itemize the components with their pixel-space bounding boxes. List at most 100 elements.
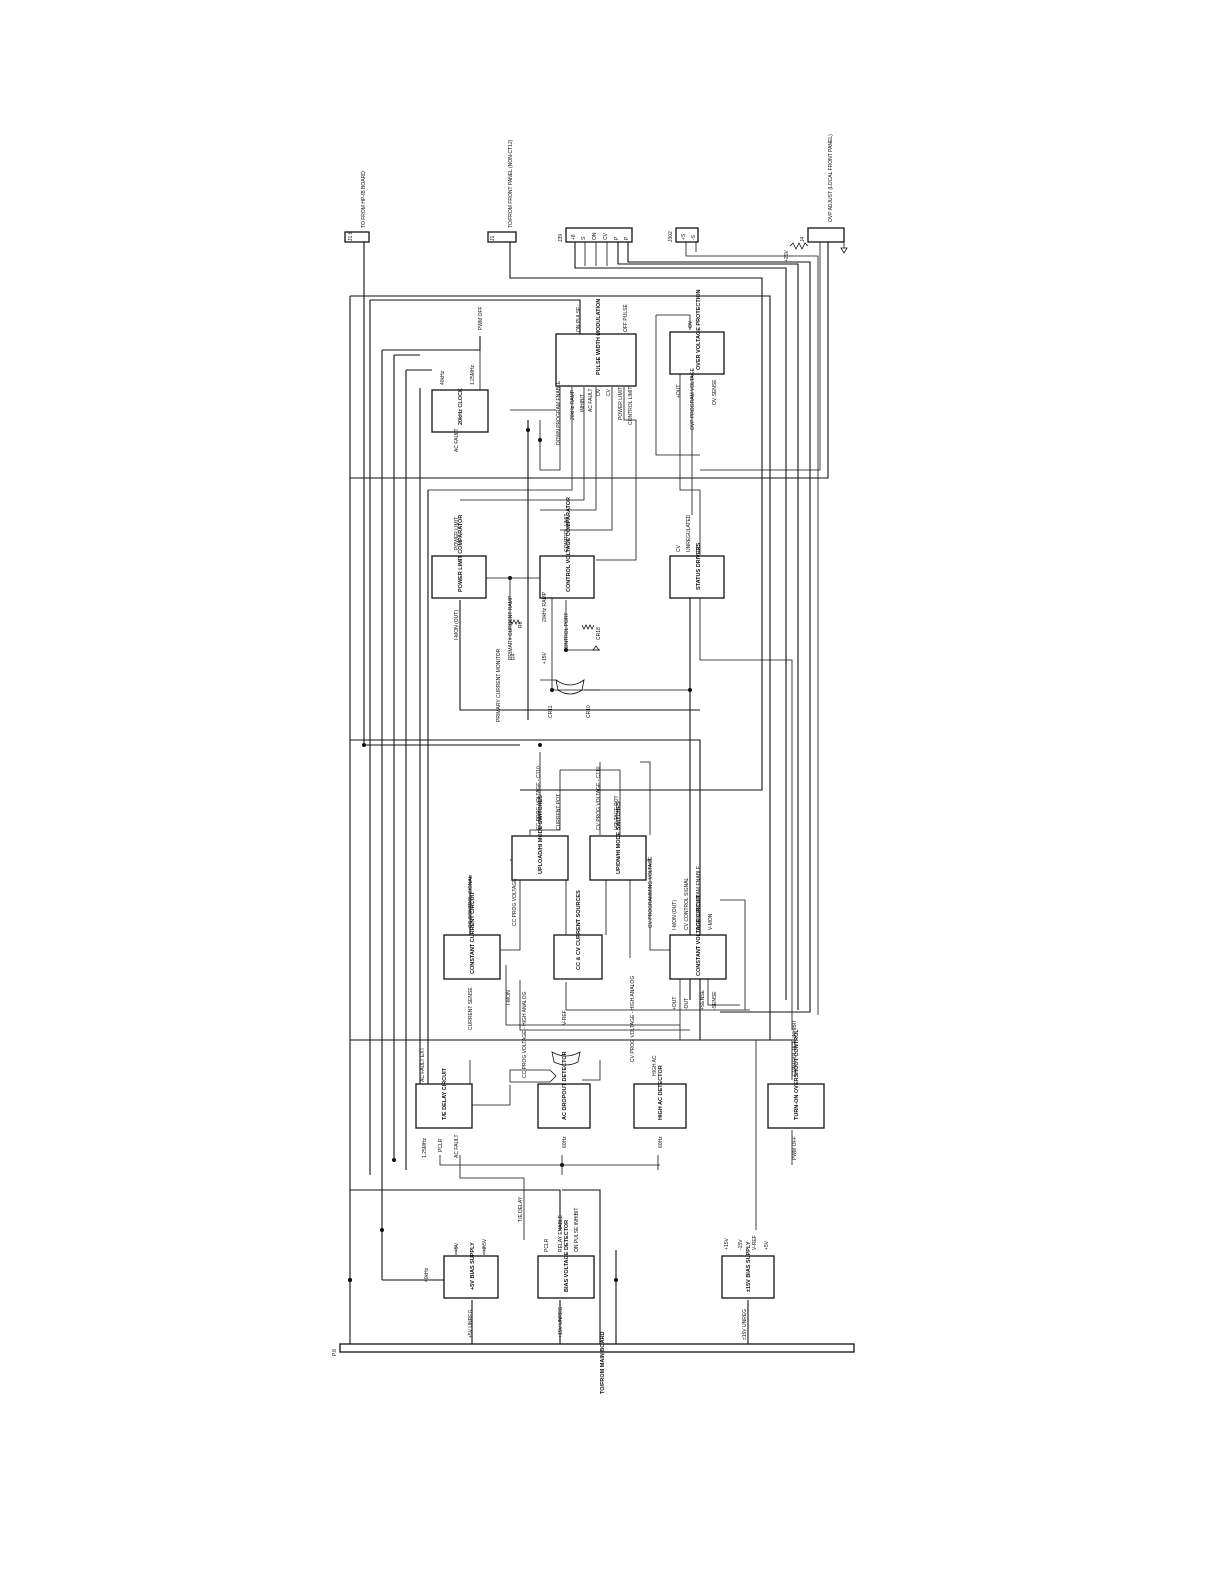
clock-block: 20kHz CLOCK 40kHz 1.25MHz AC FAULT [431,364,489,452]
cv-prog-cmon-label: CV PROG VOLTAGE - C110 [596,766,602,830]
pwm-block: PULSE WIDTH MODULATION ON PULSE OFF PULS… [555,299,637,445]
clk-40k-label: 40kHz [440,370,446,385]
high-ac-block: HIGH AC DETECTOR HIGH AC 60Hz [633,1055,687,1148]
vmon-label: V-MON [708,913,714,930]
clk-60b-label: 60Hz [658,1136,664,1148]
p15-label: +15V [724,1238,730,1250]
on-pulse-inhibit-label: ON PULSE INHIBIT [574,1208,580,1252]
pin-a3: CV [603,232,609,240]
ov-sense-label: OV SENSE [712,379,718,405]
pclr2-label: PCLR [544,1238,550,1252]
cc-circuit-label: CONSTANT CURRENT CIRCUIT [470,891,476,974]
m15-label: -15V [738,1239,744,1250]
bias-5v-label: +5V BIAS SUPPLY [470,1242,476,1290]
hpib-connector: J1.8 TO FROM HP-IB BOARD [344,171,370,243]
pwm-off2-label: PWM OFF [792,1136,798,1160]
plus-out2-label: +OUT [672,997,678,1010]
pin-a4: P [614,236,620,240]
r-b-label: R4 [511,653,517,660]
control-pgm-inhibit-label: CONTROL PGM INHIBIT [792,1020,798,1076]
voltage-pot-label: VOLTAGE POT [614,795,620,830]
minus-sense-label: -SENSE [712,991,718,1010]
high-ac-label: HIGH AC [652,1055,658,1076]
relay-enable-label: RELAY ENABLE [558,1214,564,1252]
control-voltage-block: CONTROL VOLTAGE COMPARATOR CONTROL LIMIT… [539,497,595,652]
imon-label: I-MON [506,990,512,1005]
cv-b-label: CV [676,544,682,552]
front-panel-ref: J1 [490,236,496,242]
status-block: STATUS DRIVERS CV UNREGULATED CC [669,514,725,599]
connector-b-ref: J302 [668,231,674,242]
ovp-label: OVER VOLTAGE PROTECTION [696,290,702,370]
plus2-5-label: +2.5V [482,1238,488,1252]
ovp-block: OVER VOLTAGE PROTECTION OV +OUT OVP PROG… [669,290,725,430]
delay-label: T/E DELAY CIRCUIT [442,1067,448,1120]
connector-a: J39 +8 S ON CV P P [558,227,633,243]
pin-a2: ON [592,232,598,240]
bias-detector-label: BIAS VOLTAGE DETECTOR [564,1220,570,1292]
imon-out-label: I-MON (OUT) [454,610,460,640]
cc-switches-label: UPLOAD/HI MODE SWITCHES [538,795,544,874]
plus-out-label: +OUT [676,385,682,398]
ov2-label: OV [688,320,694,328]
cv-circuit-label: CONSTANT VOLTAGE CIRCUIT [696,894,702,976]
cr3-label: CR18 [596,627,602,640]
cv-label: CV [606,388,612,396]
r-a-label: R6 [518,621,524,628]
cv-switches-block: UP/DN/HI MODE SWITCHES CV PROG VOLTAGE -… [589,766,654,928]
plus15v-unreg-label: +15V UNREG [558,1307,564,1338]
current-sources-label: CC & CV CURRENT SOURCES [576,890,582,970]
pin-a1: S [581,236,587,240]
bias-detector-block: BIAS VOLTAGE DETECTOR PCLR RELAY ENABLE … [537,1208,595,1338]
ovp-adjust-connector: J4 OVP ADJUST (LOCAL FRONT PANEL) +25V [784,134,848,262]
bias-15v-block: ±15V BIAS SUPPLY +15V -15V V-REF +5V ±15… [721,1235,775,1340]
vref-label: V-REF [562,1010,568,1025]
plus-sense-label: +SENSE [700,989,706,1010]
clk-1-25m-b-label: 1.25MHz [422,1137,428,1158]
main-board-ref: P.8 [332,1349,338,1356]
inhibit-label: INHIBIT [580,394,586,412]
main-board-bus: P.8 TO/FROM MAIN BOARD [332,1331,855,1394]
off-pulse-label: OFF PULSE [623,304,629,332]
clk-40k-b-label: 40kHz [424,1267,430,1282]
current-pot-label: CURRENT POT [556,794,562,830]
pwm-off-label: PWM OFF [478,306,484,330]
ac-fault3-label: AC FAULT [454,1134,460,1158]
cc-label: CC [696,544,702,552]
hpib-label: TO FROM HP-IB BOARD [361,171,367,228]
connector-a-ref: J39 [558,234,564,242]
bias-5v-block: +5V BIAS SUPPLY 40kHz +5V +2.5V +5V UNRE… [424,1238,499,1338]
clk-60-label: 60Hz [562,1136,568,1148]
ov-label: OV [596,388,602,396]
pclr-label: PCLR [438,1138,444,1152]
ramp-20k-label: 20kHz RAMP [570,389,576,420]
power-limit-block-label: POWER LIMIT COMPARATOR [458,515,464,592]
imon-out2-label: I-MON (OUT) [672,900,678,930]
front-panel-label: TO/FROM FRONT PANEL (NON-CT12) [508,139,514,228]
control-voltage-label: CONTROL VOLTAGE COMPARATOR [566,497,572,592]
control-limit-b-label: CONTROL LIMIT [564,514,570,552]
current-sources-block: CC & CV CURRENT SOURCES V-REF CV PROG VO… [553,890,636,1062]
connector-b: J302 +S -S [668,227,699,243]
ramp-20k-b-label: 20kHz RAMP [542,591,548,622]
plus15-label: +15V [542,652,548,664]
turnon-block: TURN-ON OVERSHOOT CONTROL CONTROL PGM IN… [767,1020,825,1160]
t-e-delay-label: T/E DELAY [518,1196,524,1222]
ac-dropout-block: AC DROPOUT DETECTOR 60Hz [537,1051,591,1148]
cc-prog-cmon-label: CC PROG VOLTAGE - C110 [536,766,542,830]
cc-prog-voltage-label: CC PROG VOLTAGE [512,878,518,926]
cv-prog-voltage-label: CV PROGRAMMING VOLTAGE [648,856,654,928]
pin-b0: +S [681,233,687,240]
control-limit-label: CONTROL LIMIT [628,387,634,425]
down-prog-enable-label: DOWN PROGRAM ENABLE [556,380,562,445]
hpib-ref: J1.8 [348,231,354,241]
unregulated-label: UNREGULATED [686,514,692,552]
control-port-label: CONTROL PORT [564,613,570,652]
delay-block: T/E DELAY CIRCUIT AC FAULT EXT 1.25MHz P… [415,1047,473,1158]
down-prog-enable2-label: DOWN PROGRAM ENABLE [696,865,702,930]
front-panel-connector: J1 TO/FROM FRONT PANEL (NON-CT12) [487,139,517,243]
pwm-label: PULSE WIDTH MODULATION [596,299,602,375]
minus-out-label: -OUT [684,998,690,1010]
current-sense-label: CURRENT SENSE [468,987,474,1030]
